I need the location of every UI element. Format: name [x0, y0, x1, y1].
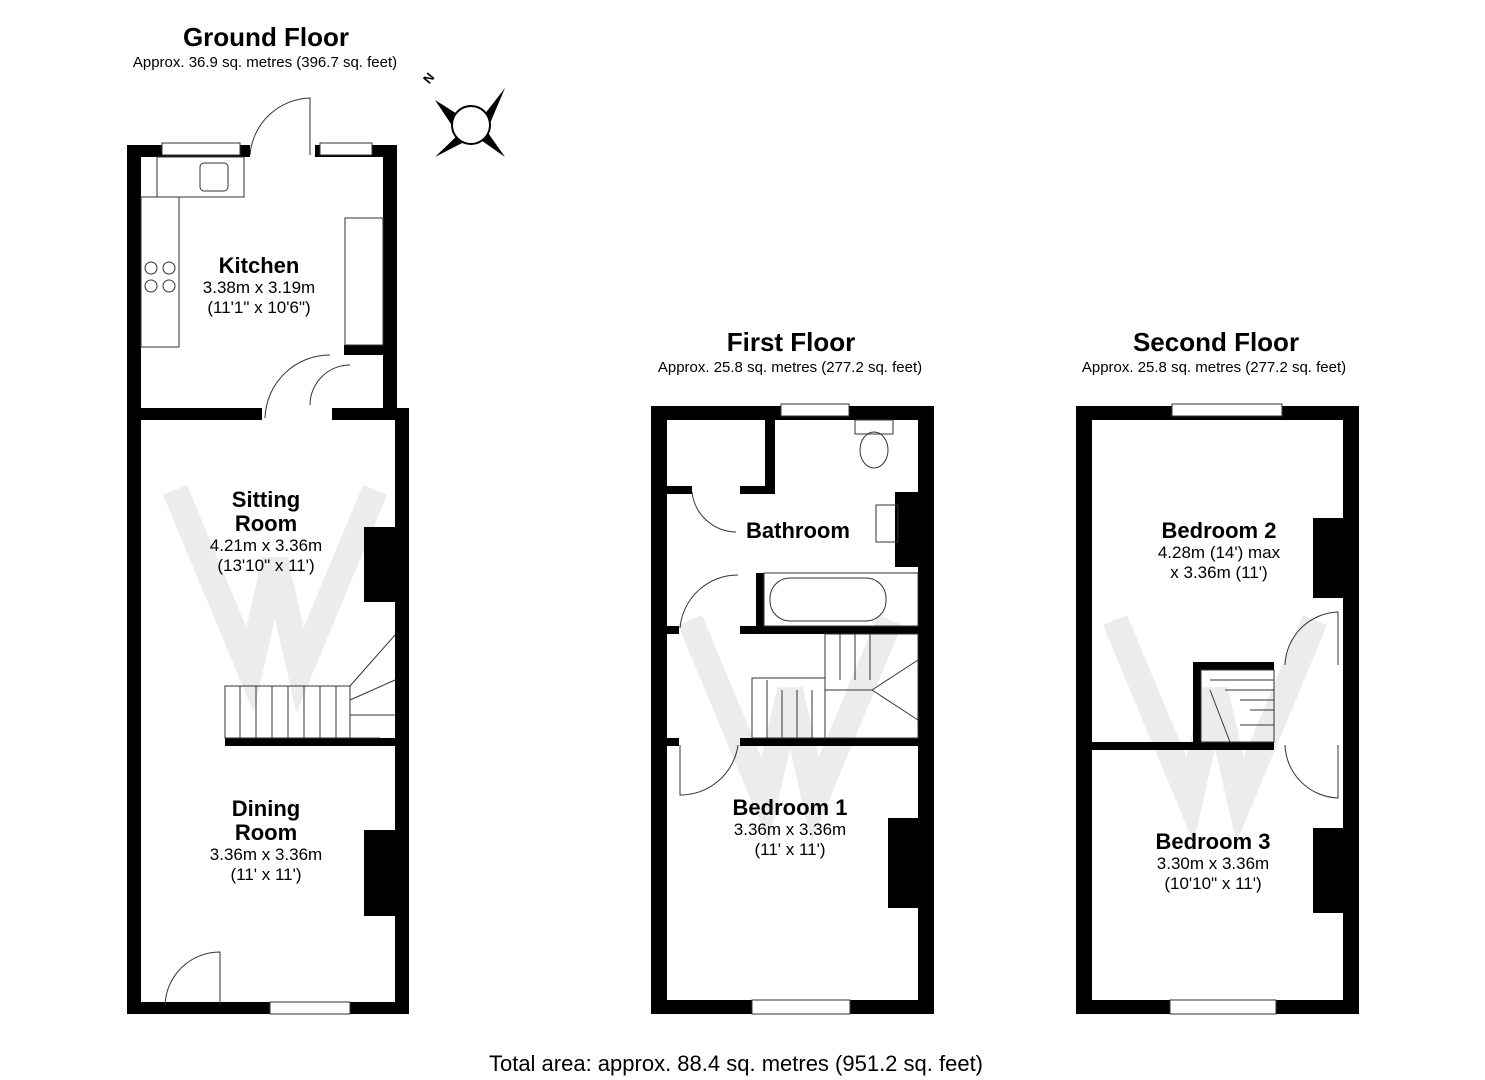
first-floor-title: First Floor — [727, 327, 856, 357]
second-floor-title: Second Floor — [1133, 327, 1299, 357]
kitchen-imperial: (11'1" x 10'6") — [207, 298, 310, 317]
second-floor-area: Approx. 25.8 sq. metres (277.2 sq. feet) — [1082, 359, 1346, 376]
bathroom-label: Bathroom — [746, 518, 850, 543]
kitchen-metric: 3.38m x 3.19m — [203, 278, 315, 297]
ground-floor-title: Ground Floor — [183, 22, 349, 52]
dining-room-metric: 3.36m x 3.36m — [210, 845, 322, 864]
sitting-room-metric: 4.21m x 3.36m — [210, 536, 322, 555]
sitting-room-label-2: Room — [235, 511, 297, 536]
bedroom-1-label: Bedroom 1 — [733, 795, 848, 820]
sitting-room-imperial: (13'10" x 11') — [217, 556, 314, 575]
kitchen-label: Kitchen — [219, 253, 300, 278]
bedroom-1-imperial: (11' x 11') — [754, 840, 825, 859]
compass-icon: N — [420, 70, 505, 157]
second-floor-plan — [1076, 403, 1359, 1015]
bedroom-3-imperial: (10'10" x 11') — [1164, 874, 1261, 893]
bedroom-2-label: Bedroom 2 — [1162, 518, 1277, 543]
dining-room-label-2: Room — [235, 820, 297, 845]
total-area: Total area: approx. 88.4 sq. metres (951… — [489, 1051, 983, 1076]
watermark — [163, 485, 1327, 843]
ground-floor-area: Approx. 36.9 sq. metres (396.7 sq. feet) — [133, 54, 397, 71]
bedroom-1-metric: 3.36m x 3.36m — [734, 820, 846, 839]
bedroom-2-dimension-1: 4.28m (14') max — [1158, 543, 1281, 562]
compass-north-label: N — [420, 70, 438, 87]
dining-room-label-1: Dining — [232, 796, 300, 821]
first-floor-area: Approx. 25.8 sq. metres (277.2 sq. feet) — [658, 359, 922, 376]
bedroom-2-dimension-2: x 3.36m (11') — [1170, 563, 1267, 582]
sitting-room-label-1: Sitting — [232, 487, 300, 512]
first-floor-plan — [651, 403, 934, 1015]
dining-room-imperial: (11' x 11') — [230, 865, 301, 884]
bedroom-3-metric: 3.30m x 3.36m — [1157, 854, 1269, 873]
bedroom-3-label: Bedroom 3 — [1156, 829, 1271, 854]
ground-floor-plan — [127, 97, 409, 1015]
